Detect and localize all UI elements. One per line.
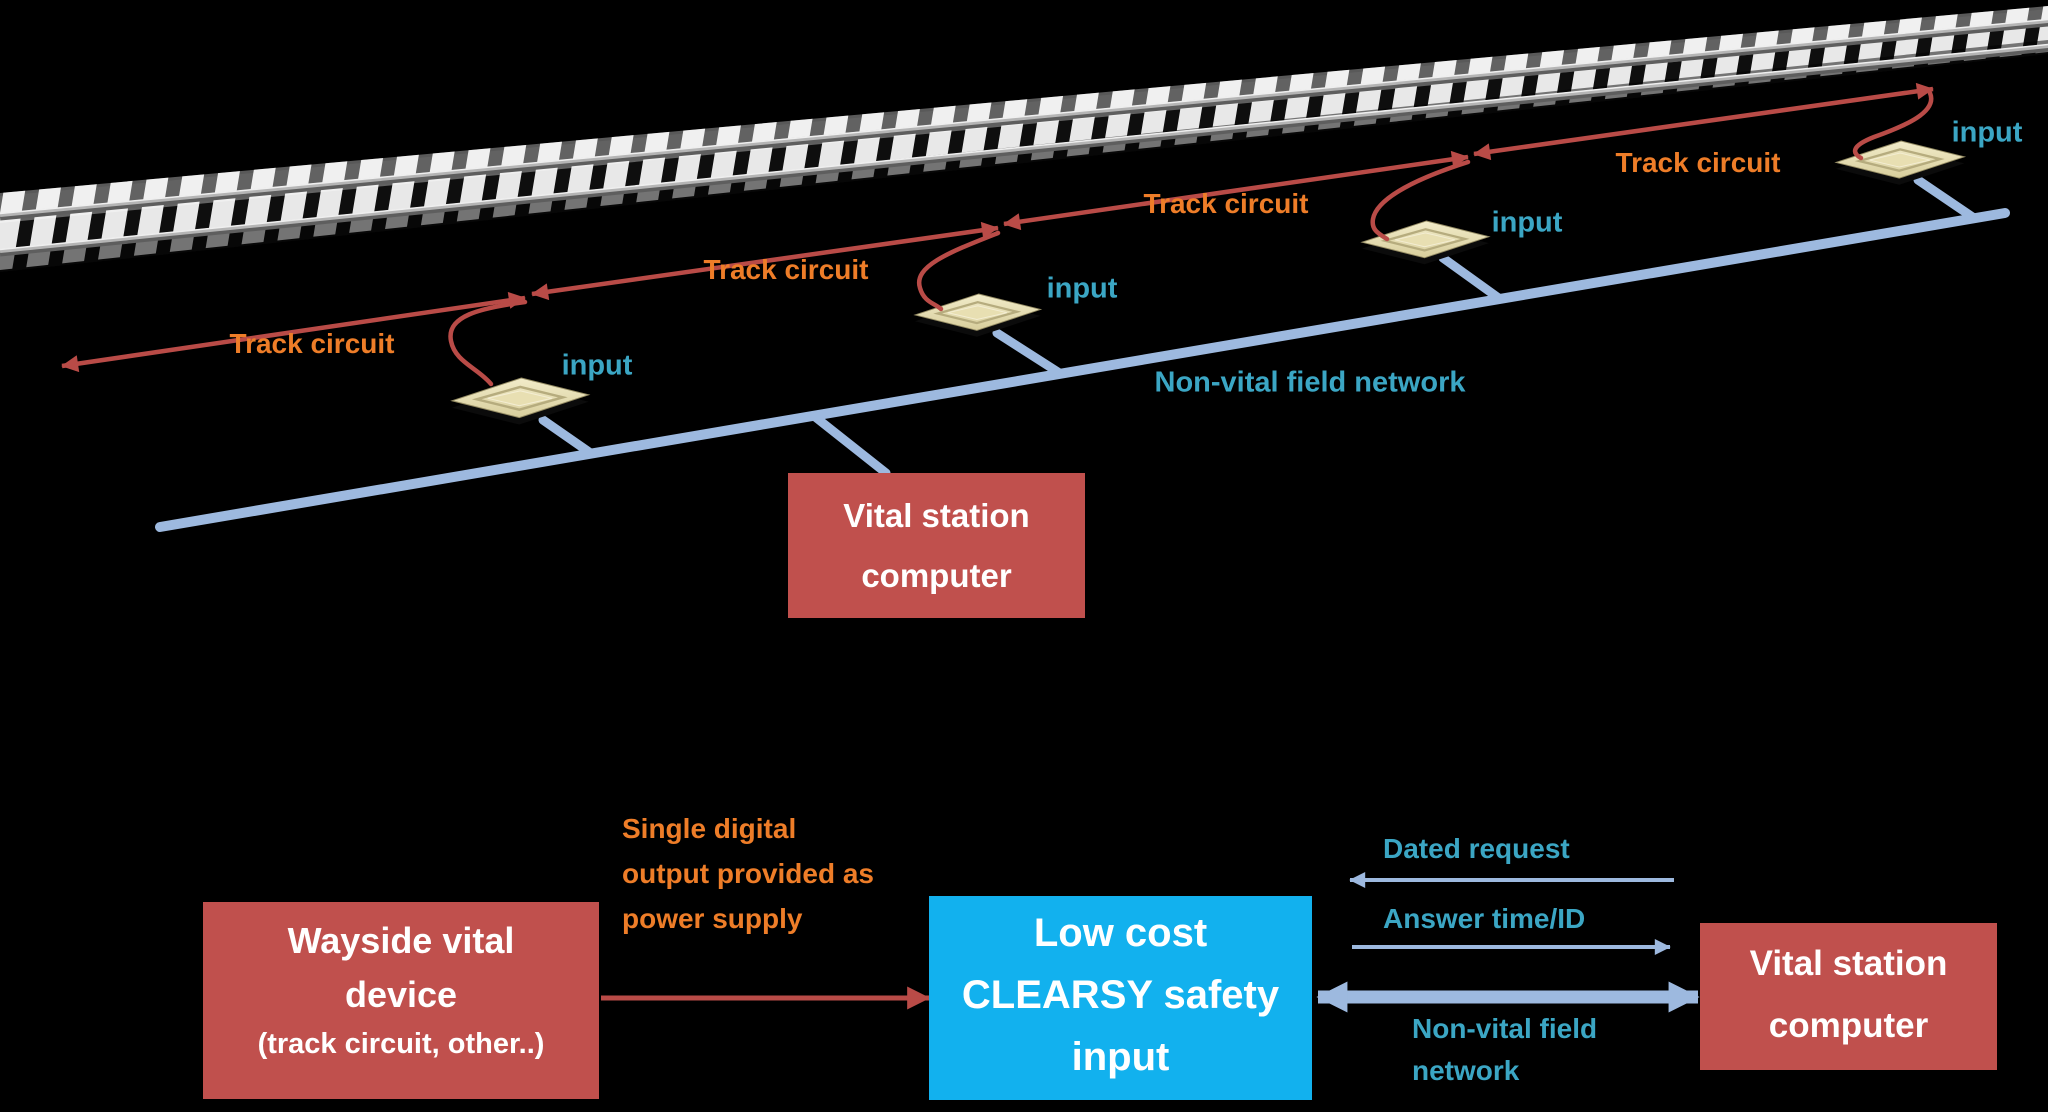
track-circuit-label: Track circuit	[1143, 188, 1309, 219]
track-circuit-label: Track circuit	[229, 328, 395, 359]
railway-track	[0, 6, 2048, 272]
vital-station-computer-box: Vital station computer	[1700, 923, 1997, 1070]
track-circuit-arrow-1	[61, 291, 526, 373]
input-label: input	[1491, 206, 1563, 239]
rail-bottom	[0, 43, 2048, 257]
network-trunk-line	[155, 208, 2010, 532]
rail-top	[0, 18, 2048, 221]
device-connectors	[448, 90, 1934, 387]
track-circuit-arrows	[61, 82, 1934, 373]
input-device-icon	[913, 292, 1042, 338]
box-line: Vital station	[843, 497, 1030, 534]
field-network-lines	[155, 175, 2010, 532]
answer-time-id-label: Answer time/ID	[1383, 903, 1586, 934]
box-subtitle: (track circuit, other..)	[257, 1028, 545, 1060]
dated-request-label: Dated request	[1383, 833, 1570, 864]
track-circuit-arrow-3	[1003, 150, 1469, 231]
label-line: Non-vital field	[1412, 1013, 1598, 1044]
squiggle-connector-4	[1852, 90, 1934, 161]
box-line: CLEARSY safety	[961, 973, 1280, 1017]
box-line: Low cost	[1033, 911, 1208, 955]
input-device-icon	[1360, 219, 1491, 266]
track-circuit-label: Track circuit	[703, 254, 869, 285]
input-label: input	[1046, 272, 1118, 305]
network-drop-1	[538, 415, 594, 457]
network-label: Non-vital field network	[1154, 366, 1466, 399]
input-label: input	[561, 349, 633, 382]
network-drop-2	[992, 328, 1066, 379]
label-line: power supply	[622, 903, 803, 934]
non-vital-network-label: Non-vital field network	[1412, 1008, 1597, 1092]
track-circuit-arrow-2	[531, 221, 999, 301]
wayside-vital-device-box: Wayside vital device (track circuit, oth…	[203, 902, 599, 1099]
network-branch-to-station	[809, 411, 891, 478]
label-line: Single digital	[622, 813, 797, 844]
label-line: network	[1412, 1055, 1520, 1086]
input-label: input	[1951, 116, 2023, 149]
power-supply-label: Single digital output provided as power …	[622, 806, 874, 941]
box-title: Wayside vital device	[287, 920, 515, 1015]
vital-station-computer-box: Vital station computer	[788, 473, 1085, 618]
input-device-icon	[450, 376, 590, 426]
squiggle-connector-2	[916, 230, 1001, 312]
box-line: Vital station	[1749, 944, 1948, 983]
box-line: input	[1071, 1035, 1170, 1079]
box-line: computer	[861, 557, 1012, 594]
block-diagram-arrows	[601, 872, 1700, 1013]
squiggle-connector-3	[1370, 159, 1471, 242]
squiggle-connector-1	[448, 299, 528, 387]
box-line: computer	[1768, 1006, 1929, 1045]
track-circuit-arrow-4	[1473, 82, 1934, 161]
track-circuit-label: Track circuit	[1615, 147, 1781, 178]
network-drop-4	[1913, 175, 1979, 223]
network-drop-3	[1438, 253, 1505, 304]
label-line: output provided as	[622, 858, 874, 889]
clearsy-safety-input-box: Low cost CLEARSY safety input	[929, 896, 1312, 1100]
